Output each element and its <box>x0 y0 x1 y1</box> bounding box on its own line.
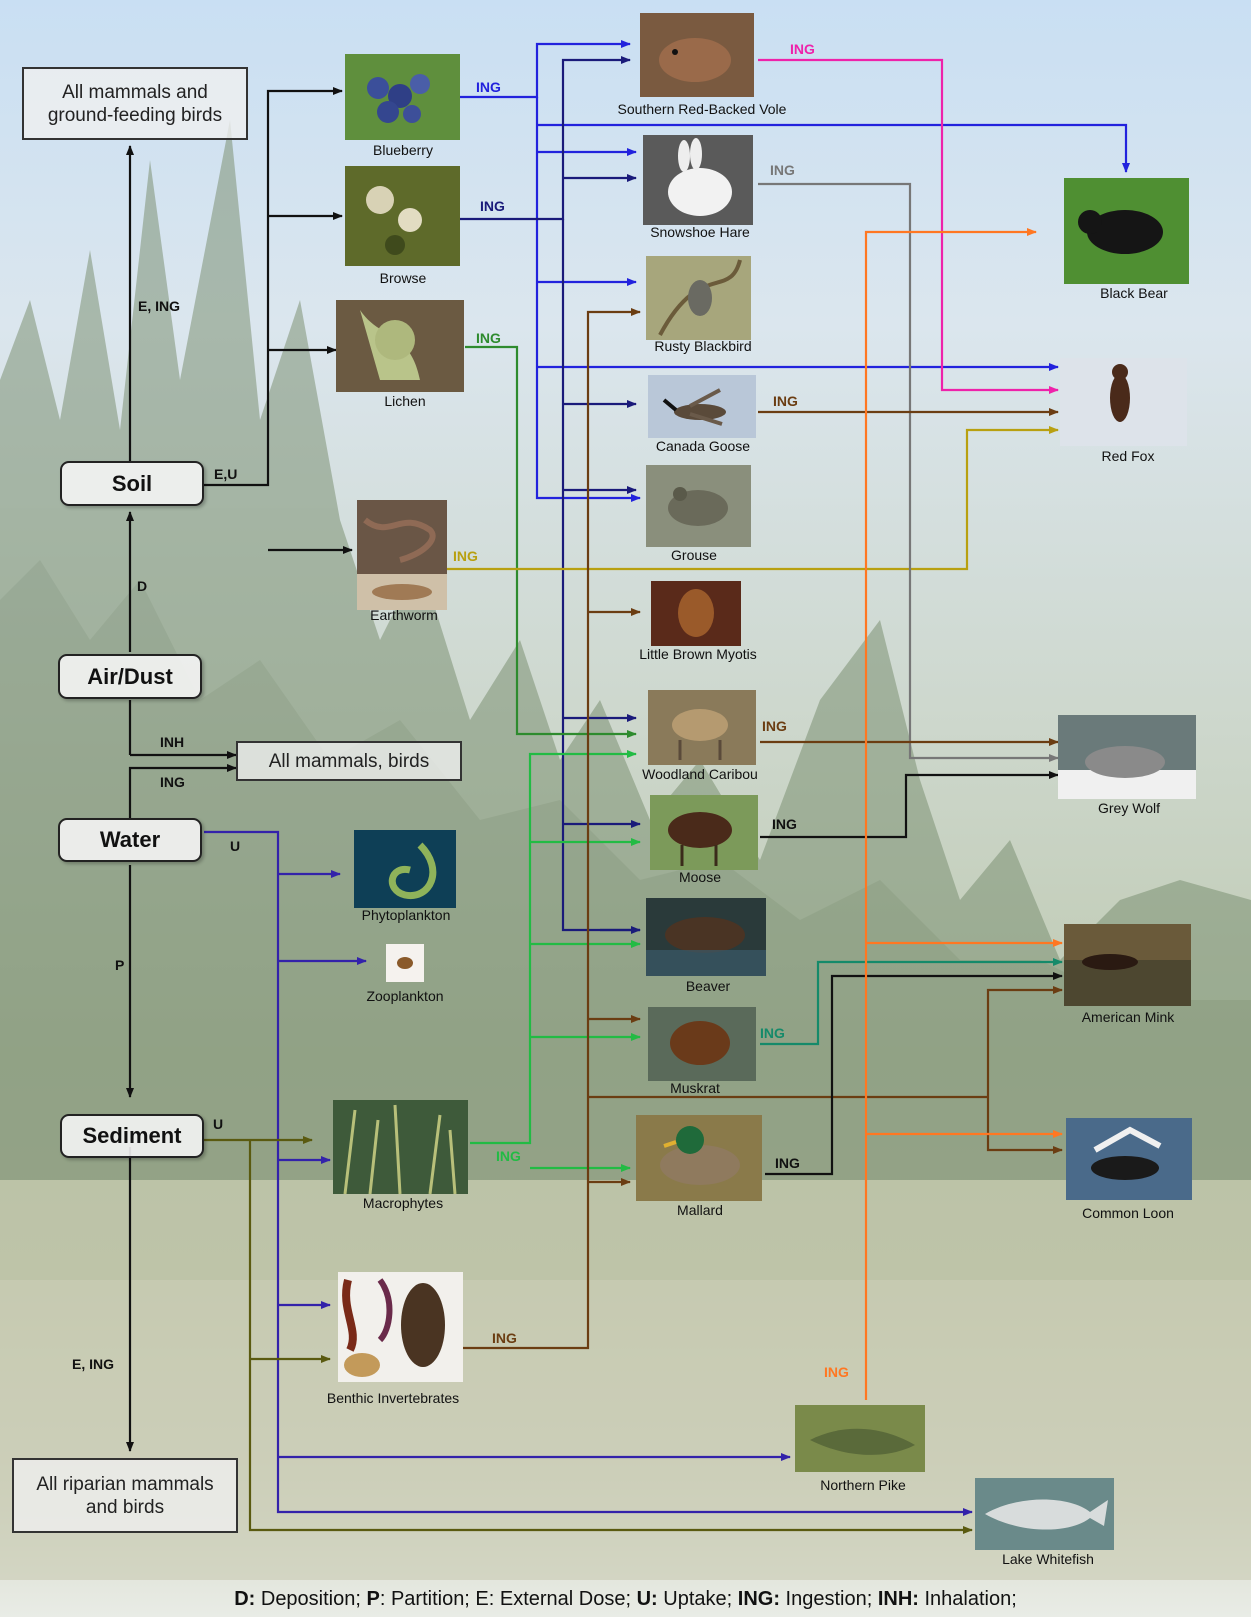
riparian-box: All riparian mammals and birds <box>12 1458 238 1533</box>
loon-photo <box>1066 1118 1192 1200</box>
mink-label: American Mink <box>1081 1009 1175 1025</box>
label-u-sediment: U <box>213 1116 224 1132</box>
label-ing-benthic: ING <box>492 1330 517 1346</box>
flow-arrows <box>126 40 1130 1534</box>
mammals-ground-birds-box: All mammals and ground-feeding birds <box>22 67 248 140</box>
blueberry-photo <box>345 54 460 140</box>
grouse-photo <box>646 465 751 547</box>
mammals-birds-box: All mammals, birds <box>236 741 462 781</box>
caribou-photo <box>648 690 756 765</box>
pike-label: Northern Pike <box>820 1477 906 1493</box>
label-ing-hare: ING <box>770 162 795 178</box>
wolf-photo <box>1058 715 1196 799</box>
caribou-label: Woodland Caribou <box>642 766 758 782</box>
fox-photo <box>1060 358 1187 446</box>
earthworm-label: Earthworm <box>370 607 438 623</box>
label-ing-caribou: ING <box>762 718 787 734</box>
browse-label: Browse <box>379 270 427 286</box>
legend-u-key: U: <box>636 1588 658 1610</box>
legend-p-key: P <box>366 1588 380 1610</box>
legend-inh-text: Inhalation; <box>918 1588 1017 1610</box>
label-ing-muskrat: ING <box>760 1025 785 1041</box>
mink-photo <box>1064 924 1191 1006</box>
legend: D: Deposition; P: Partition; E: External… <box>0 1588 1251 1611</box>
label-ing-mallard: ING <box>775 1155 800 1171</box>
blackbird-photo <box>646 256 751 340</box>
label-inh: INH <box>160 734 185 750</box>
loon-label: Common Loon <box>1082 1205 1174 1221</box>
zooplankton-label: Zooplankton <box>366 988 444 1004</box>
beaver-photo <box>646 898 766 976</box>
mallard-label: Mallard <box>677 1202 723 1218</box>
muskrat-label: Muskrat <box>670 1080 720 1096</box>
sediment-box: Sediment <box>60 1114 204 1158</box>
soil-box: Soil <box>60 461 204 506</box>
phytoplankton-photo <box>354 830 456 908</box>
label-ing-pike: ING <box>824 1364 849 1380</box>
label-ing-earthworm: ING <box>453 548 478 564</box>
hare-photo <box>643 135 753 225</box>
legend-ing-text: Ingestion; <box>779 1588 878 1610</box>
browse-photo <box>345 166 460 266</box>
benthic-photo <box>338 1272 463 1382</box>
goose-label: Canada Goose <box>655 438 751 454</box>
label-d: D <box>137 578 148 594</box>
label-e-ing-bottom: E, ING <box>72 1356 115 1372</box>
background-forest <box>0 120 1251 1580</box>
pike-photo <box>795 1405 925 1472</box>
label-ing-macrophytes: ING <box>496 1148 521 1164</box>
macrophytes-photo <box>333 1100 468 1195</box>
whitefish-label: Lake Whitefish <box>1002 1551 1094 1567</box>
label-p: P <box>115 957 125 973</box>
label-ing-browse: ING <box>480 198 505 214</box>
label-ing-lichen: ING <box>476 330 501 346</box>
legend-d-key: D: <box>234 1588 256 1610</box>
moose-label: Moose <box>678 869 722 885</box>
bear-label: Black Bear <box>1100 285 1168 301</box>
phytoplankton-label: Phytoplankton <box>361 907 451 923</box>
legend-d-text: Deposition; <box>255 1588 367 1610</box>
bear-photo <box>1064 178 1189 284</box>
air-dust-box: Air/Dust <box>58 654 202 699</box>
label-e-ing-top: E, ING <box>138 298 181 314</box>
label-u-water: U <box>230 838 241 854</box>
legend-u-text: Uptake; <box>657 1588 738 1610</box>
earthworm-photo <box>357 500 447 610</box>
label-ing-moose: ING <box>772 816 797 832</box>
label-eu: E,U <box>214 466 238 482</box>
myotis-photo <box>651 581 741 646</box>
zooplankton-photo <box>386 944 424 982</box>
whitefish-photo <box>975 1478 1114 1550</box>
legend-ing-key: ING: <box>737 1588 780 1610</box>
mallard-photo <box>636 1115 762 1201</box>
fox-label: Red Fox <box>1101 448 1155 464</box>
blackbird-label: Rusty Blackbird <box>654 338 752 354</box>
grouse-label: Grouse <box>671 547 717 563</box>
blueberry-label: Blueberry <box>373 142 433 158</box>
lichen-photo <box>336 300 464 392</box>
lichen-label: Lichen <box>384 393 426 409</box>
legend-inh-key: INH: <box>877 1588 919 1610</box>
hare-label: Snowshoe Hare <box>650 224 750 240</box>
macrophytes-label: Macrophytes <box>362 1195 444 1211</box>
vole-label: Southern Red-Backed Vole <box>617 101 787 117</box>
muskrat-photo <box>648 1007 756 1081</box>
photo-tiles <box>333 13 1196 1550</box>
beaver-label: Beaver <box>685 978 731 994</box>
goose-photo <box>648 375 756 438</box>
label-ing-vole: ING <box>790 41 815 57</box>
label-ing-goose: ING <box>773 393 798 409</box>
label-ing-water-air: ING <box>160 774 185 790</box>
water-box: Water <box>58 818 202 862</box>
moose-photo <box>650 795 758 870</box>
legend-p-text: : Partition; E: External Dose; <box>379 1588 637 1610</box>
myotis-label: Little Brown Myotis <box>639 646 757 662</box>
label-ing-blueberry: ING <box>476 79 501 95</box>
benthic-label: Benthic Invertebrates <box>326 1390 460 1406</box>
wolf-label: Grey Wolf <box>1098 800 1160 816</box>
vole-photo <box>640 13 754 97</box>
